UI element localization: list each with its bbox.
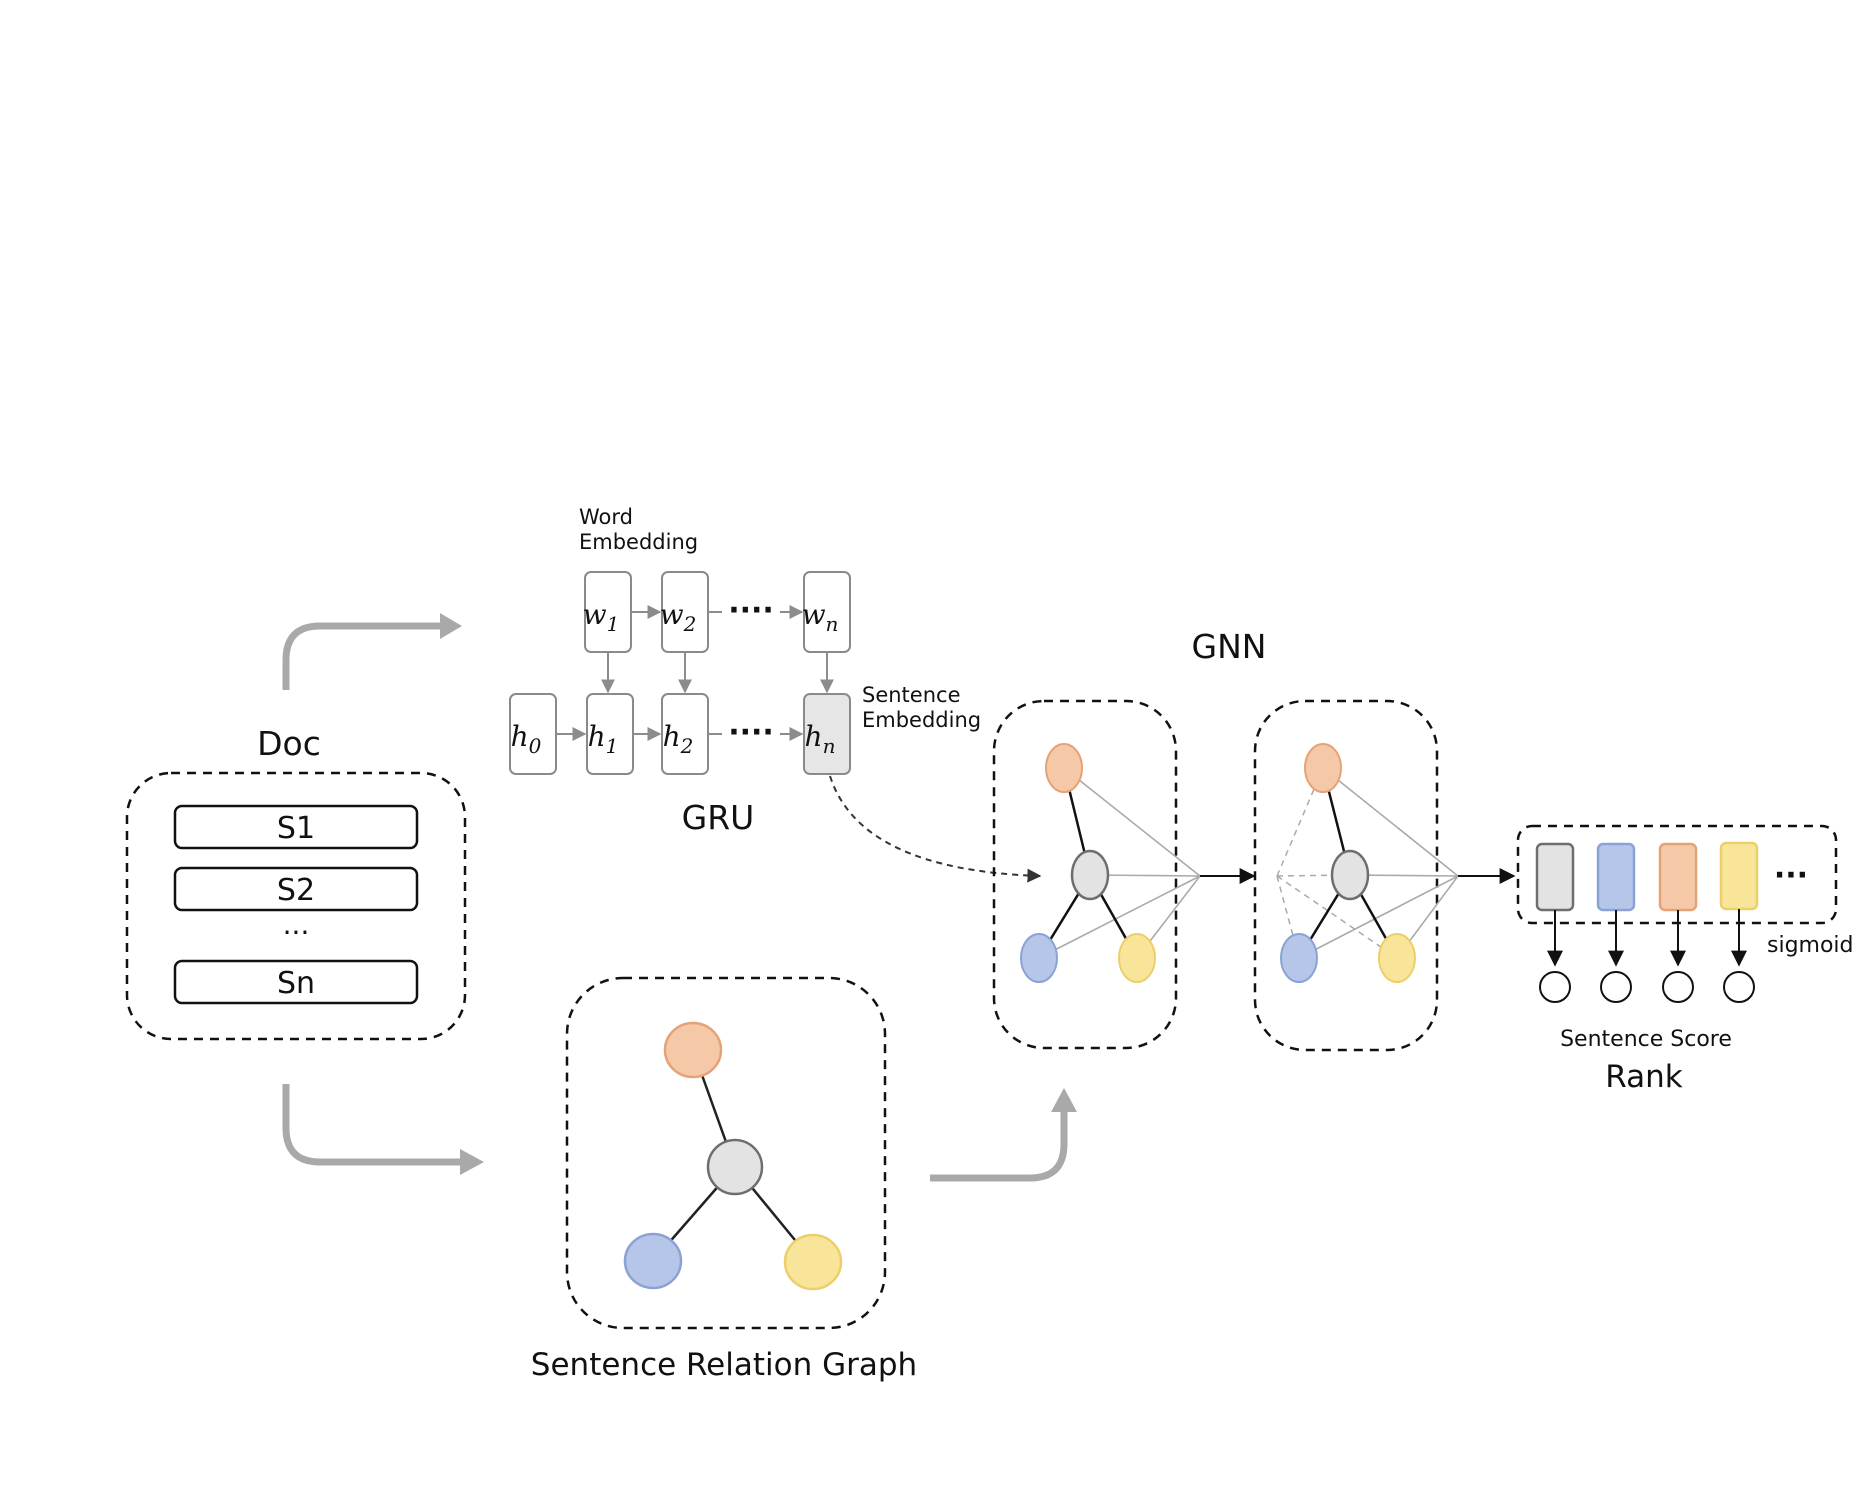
hidden-hn-sub: n [823,734,836,758]
sentence-relation-graph: Sentence Relation Graph [531,976,917,1383]
rank-title: Rank [1605,1059,1683,1095]
rank-vector-gray [1535,842,1575,912]
flow-arrow-doc-to-graph [282,1084,484,1175]
graph-dashed-container [565,976,887,1330]
sentence-label-s2: S2 [277,873,315,908]
sentence-label-sn: Sn [277,966,315,1001]
svg-text:h1: h1 [588,720,619,758]
score-node-2 [1600,971,1632,1003]
sentence-box-s2: S2 [173,866,419,912]
graph-node-gray-center [706,1138,764,1196]
graph-node-blue [623,1232,683,1290]
word-embedding-label-line1: Word [579,505,633,529]
gnn1-node-yellow [1118,933,1156,983]
gnn1-node-gray [1070,849,1110,901]
rank-ellipsis: ··· [1774,858,1808,893]
word-cell-wn: wn [802,571,851,653]
score-arrows [1547,909,1747,967]
hidden-h1-sub: 1 [606,734,619,758]
hidden-cell-h1: h1 [586,693,634,775]
svg-text:h0: h0 [511,720,542,758]
hidden-h0-sub: 0 [529,734,542,758]
sentence-label-s1: S1 [277,811,315,846]
sentence-box-sn: Sn [173,959,419,1005]
sentence-embedding-label-line2: Embedding [862,708,981,732]
gnn1-node-orange [1045,743,1083,793]
score-node-4 [1723,971,1755,1003]
rank-vector-yellow [1719,841,1759,911]
hidden-h2-sub: 2 [680,734,694,758]
score-node-3 [1662,971,1694,1003]
gru-title: GRU [682,798,755,837]
graph-title: Sentence Relation Graph [531,1347,917,1383]
gnn2-node-blue [1280,933,1318,983]
hidden-h2-base: h [663,720,681,753]
word-cell-w2: w2 [660,571,709,653]
hidden-h0-base: h [511,720,529,753]
graph-node-yellow [783,1233,843,1291]
gnn1-node-blue [1020,933,1058,983]
rank-vector-blue [1596,842,1636,912]
sentence-embedding-label-line1: Sentence [862,683,961,707]
gnn2-node-yellow [1378,933,1416,983]
flow-arrow-graph-to-gnn [930,1088,1077,1182]
dashed-arrow-hn-to-gnn [829,775,1042,883]
sentence-box-s1: S1 [173,804,419,850]
rank-block: ··· sigmoid Sentence Score Rank [1516,824,1854,1095]
doc-block: Doc S1 S2 ··· Sn [125,724,467,1041]
word-w1-sub: 1 [607,612,620,636]
word-cell-w1: w1 [583,571,632,653]
gnn2-node-gray [1330,849,1370,901]
hidden-cell-hn: hn [803,693,851,775]
sigmoid-label: sigmoid [1767,933,1854,958]
word-wn-sub: n [826,612,839,636]
gnn-layer-2 [1253,699,1459,1052]
hidden-cell-h2: h2 [661,693,709,775]
svg-text:wn: wn [802,598,839,636]
gnn2-node-orange [1304,743,1342,793]
word-w2-base: w [660,598,684,631]
word-w2-sub: 2 [683,612,697,636]
rank-vector-orange [1658,842,1698,912]
word-embedding-label-line2: Embedding [579,530,698,554]
word-wn-base: w [802,598,826,631]
svg-text:w1: w1 [583,598,620,636]
word-row-dots: ···· [728,593,774,628]
svg-text:hn: hn [805,720,836,758]
gru-block: Word Embedding w1 w2 wn h0 [509,505,981,837]
hidden-h1-base: h [588,720,606,753]
svg-text:h2: h2 [663,720,694,758]
doc-dashed-container [125,771,467,1041]
gnn-title: GNN [1192,627,1267,666]
sentence-ellipsis: ··· [283,916,310,949]
hidden-hn-base: h [805,720,823,753]
doc-title: Doc [257,724,321,763]
flow-arrow-doc-to-gru [282,613,462,690]
gnn-block: GNN [992,627,1516,1052]
sentence-score-label: Sentence Score [1560,1027,1732,1052]
score-node-1 [1539,971,1571,1003]
graph-node-orange [663,1021,723,1079]
hidden-row-dots: ···· [728,715,774,750]
svg-text:w2: w2 [660,598,697,636]
word-w1-base: w [583,598,607,631]
gru-arrows [556,605,834,741]
hidden-cell-h0: h0 [509,693,557,775]
gnn-layer-1 [992,699,1201,1050]
